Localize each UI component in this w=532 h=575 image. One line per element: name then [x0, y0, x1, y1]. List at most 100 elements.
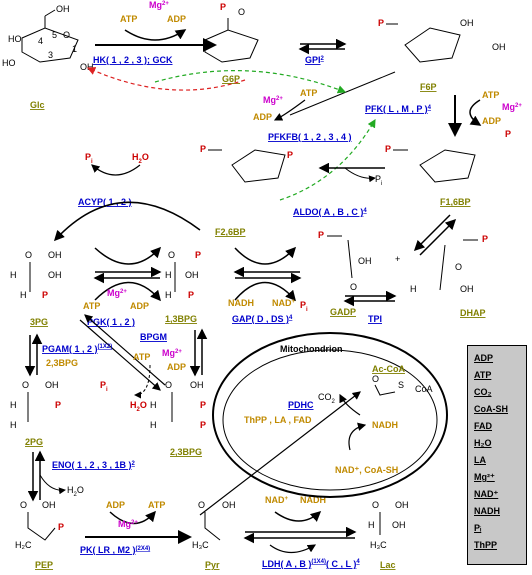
dhap-oh: OH — [460, 284, 474, 294]
aldo-pi: Pi — [375, 174, 382, 187]
pk-reaction: ADP ATP Mg2+ PK( LR , M2 )(2X4) — [80, 500, 192, 555]
bpgm-h2o: H2O — [130, 400, 147, 413]
pfk-atp: ATP — [482, 90, 499, 100]
enzyme-pfk: PFK( L , M , P )4 — [365, 104, 432, 114]
metabolite-g6p: G6P — [222, 74, 240, 84]
pyr-h3c: H₃C — [192, 540, 209, 550]
hk-mg: Mg2+ — [149, 0, 169, 10]
glucose-structure: OH HO HO OH O 4 5 1 3 Glc — [2, 4, 94, 110]
metabolite-f26bp: F2,6BP — [215, 227, 246, 237]
f26bp-structure: P P F2,6BP — [200, 144, 293, 237]
glc-c3: 3 — [48, 50, 53, 60]
aldo-reaction: Pi ALDO( A , B , C )4 — [293, 162, 385, 217]
aldo-arrow-1 — [413, 214, 451, 252]
pep-h2c: H₂C — [15, 540, 32, 550]
metabolite-lac: Lac — [380, 560, 396, 570]
acyp-h2o: H2O — [132, 152, 149, 165]
pg2-p: P — [55, 400, 61, 410]
pg2-o: O — [22, 380, 29, 390]
lac-oh2: OH — [392, 520, 406, 530]
enzyme-hk: HK( 1 , 2 , 3 ); GCK — [93, 55, 173, 65]
pdhc-nadh: NADH — [372, 420, 398, 430]
pg3-p: P — [42, 290, 48, 300]
bpg13-p: P — [195, 250, 201, 260]
g6p-o: O — [238, 7, 245, 17]
ldh-nad: NAD+ — [265, 495, 289, 505]
legend-item-adp: ADP — [474, 353, 494, 363]
metabolite-13bpg: 1,3BPG — [165, 314, 197, 324]
bpg23-o: O — [165, 380, 172, 390]
metabolite-pyr: Pyr — [205, 560, 220, 570]
lac-structure: O OH H OH H₃C Lac — [368, 500, 409, 570]
glc-ring-o: O — [63, 30, 70, 40]
pgam-reaction: PGAM( 1 , 2 )(1X2) 2,3BPG — [24, 333, 112, 377]
acoa-coa: CoA — [415, 384, 433, 394]
g6p-to-pfk-dashed — [154, 70, 347, 94]
legend-item-atp: ATP — [474, 370, 492, 380]
gap-nad: NAD+ — [272, 298, 296, 308]
co2-label: CO2 — [318, 392, 336, 405]
bpg13-structure: O P H OH H P 1,3BPG — [165, 250, 201, 324]
pdhc-cofactors: ThPP , LA , FAD — [244, 415, 312, 425]
acyp-reaction: Pi H2O ACYP( 1 , 2 ) — [53, 152, 201, 242]
bpgm-adp: ADP — [167, 362, 186, 372]
lac-h3c: H₃C — [370, 540, 387, 550]
pfkfb-adp: ADP — [253, 112, 272, 122]
gadp-oh: OH — [358, 256, 372, 266]
metabolite-f16bp: F1,6BP — [440, 197, 471, 207]
g6p-p: P — [220, 2, 226, 12]
enzyme-pfkfb: PFKFB( 1 , 2 , 3 , 4 ) — [268, 132, 352, 142]
pgk-atp: ATP — [83, 301, 100, 311]
f6p-oh2: OH — [492, 42, 506, 52]
pgk-mg: Mg2+ — [107, 288, 127, 298]
g6p-to-hk-inhibition — [86, 67, 246, 91]
bpg23-h2: H — [150, 420, 157, 430]
plus-sign: + — [395, 254, 400, 264]
bpg13-h2: H — [165, 290, 172, 300]
bpg23-p: P — [200, 400, 206, 410]
divider-line — [289, 71, 396, 116]
f26bp-p: P — [200, 144, 206, 154]
f16bp-p2: P — [505, 129, 511, 139]
metabolite-acoa: Ac-CoA — [372, 364, 405, 374]
legend-item-fad: FAD — [474, 421, 492, 431]
pg3-structure: O OH H OH H P 3PG — [10, 250, 62, 327]
bpg13-oh: OH — [185, 270, 199, 280]
pfk-mg: Mg2+ — [502, 102, 522, 112]
enzyme-gap: GAP( D , DS )4 — [232, 314, 293, 324]
enzyme-acyp: ACYP( 1 , 2 ) — [78, 197, 132, 207]
bpg23-oh: OH — [190, 380, 204, 390]
pdhc-nad-coa: NAD⁺, CoA-SH — [335, 465, 398, 475]
enzyme-pdhc: PDHC — [288, 400, 314, 410]
pg3-h2: H — [20, 290, 27, 300]
metabolite-3pg: 3PG — [30, 317, 48, 327]
metabolite-f6p: F6P — [420, 82, 437, 92]
mitochondrion: Mitochondrion PDHC ThPP , LA , FAD CO2 N… — [199, 332, 448, 516]
glc-c4: 4 — [38, 36, 43, 46]
legend-item-nad: NAD⁺ — [474, 489, 499, 499]
f6p-p: P — [378, 18, 384, 28]
metabolite-gadp: GADP — [330, 307, 356, 317]
metabolite-2pg: 2PG — [25, 437, 43, 447]
mitochondrion-label: Mitochondrion — [280, 344, 343, 354]
hk-atp: ATP — [120, 14, 137, 24]
lac-h: H — [368, 520, 375, 530]
f16bp-structure: P P F1,6BP — [385, 129, 511, 207]
bpg23-structure: O OH H P H P 2,3BPG — [150, 380, 206, 457]
pg2-h: H — [10, 400, 17, 410]
bpg23-p2: P — [200, 420, 206, 430]
bpg13-p2: P — [188, 290, 194, 300]
dhap-p: P — [482, 234, 488, 244]
bpgm-mg: Mg2+ — [162, 348, 182, 358]
hk-adp: ADP — [167, 14, 186, 24]
pep-p: P — [58, 522, 64, 532]
pg3-oh: OH — [48, 250, 62, 260]
enzyme-ldh: LDH( A , B )(1X4)( C , L )4 — [262, 559, 360, 569]
bpg13-o: O — [168, 250, 175, 260]
enzyme-bpgm: BPGM — [140, 332, 167, 342]
bpgm-reaction: BPGM Mg2+ ATP ADP Pi H2O — [79, 314, 208, 413]
legend-item-la: LA — [474, 455, 486, 465]
dhap-structure: P O H OH DHAP — [410, 234, 488, 318]
tpi-reaction: TPI — [343, 290, 397, 324]
